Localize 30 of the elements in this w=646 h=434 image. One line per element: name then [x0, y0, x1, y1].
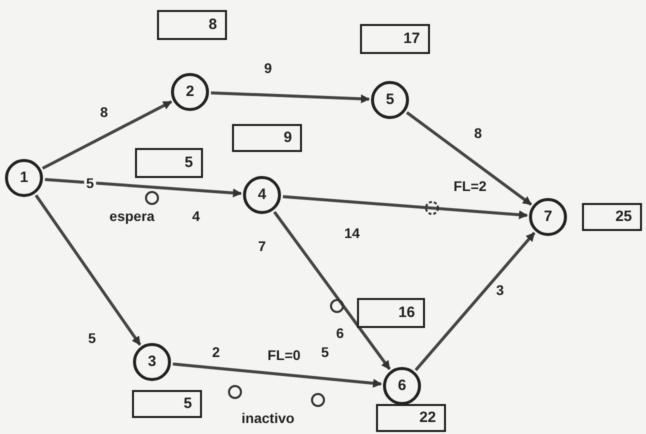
time-box: 5 — [135, 148, 203, 178]
edge-label: 14 — [342, 226, 362, 240]
arrow — [42, 100, 172, 170]
edge-label: 8 — [472, 126, 484, 140]
edge-label: 8 — [98, 105, 110, 119]
note-label: FL=2 — [452, 179, 488, 193]
edge-label: 6 — [334, 326, 346, 340]
note-label: 7 — [257, 239, 267, 253]
arrow — [282, 195, 528, 220]
time-box: 22 — [376, 404, 446, 432]
note-label: 5 — [320, 345, 330, 359]
note-label: espera — [108, 209, 156, 223]
time-box: 8 — [157, 10, 227, 40]
edge-label: 3 — [494, 283, 506, 297]
time-box: 9 — [232, 124, 302, 152]
edge-label: 9 — [262, 61, 274, 75]
arrow — [44, 178, 242, 198]
time-box: 25 — [582, 203, 642, 231]
arrow — [172, 362, 382, 388]
arrow — [414, 232, 536, 372]
note-label: inactivo — [240, 411, 296, 425]
note-label: 4 — [191, 209, 201, 223]
time-box: 17 — [360, 24, 430, 54]
time-box: 16 — [357, 298, 425, 328]
edge-label: 2 — [210, 345, 222, 359]
arrow — [210, 91, 370, 104]
time-box: 5 — [132, 390, 202, 418]
edge-label: 5 — [84, 176, 96, 190]
edge-label: 5 — [86, 331, 98, 345]
note-label: FL=0 — [266, 348, 302, 362]
